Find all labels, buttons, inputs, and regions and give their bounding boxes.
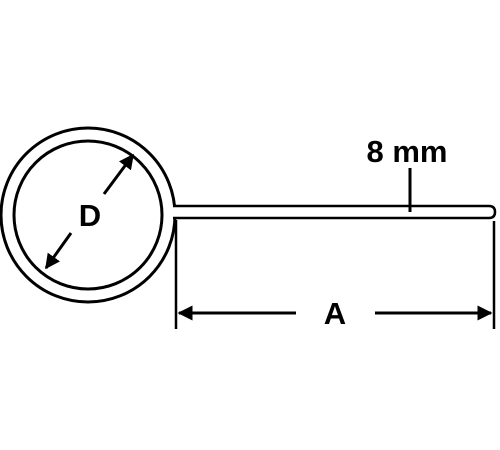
loop-ring-inner bbox=[12, 139, 164, 291]
length-label: A bbox=[324, 296, 346, 331]
diameter-arrow-upper bbox=[102, 153, 135, 195]
handle-size-label: 8 mm bbox=[367, 134, 448, 169]
handle-shaft bbox=[173, 204, 497, 220]
diameter-label: D bbox=[79, 198, 101, 233]
diameter-arrow-lower bbox=[44, 232, 73, 270]
